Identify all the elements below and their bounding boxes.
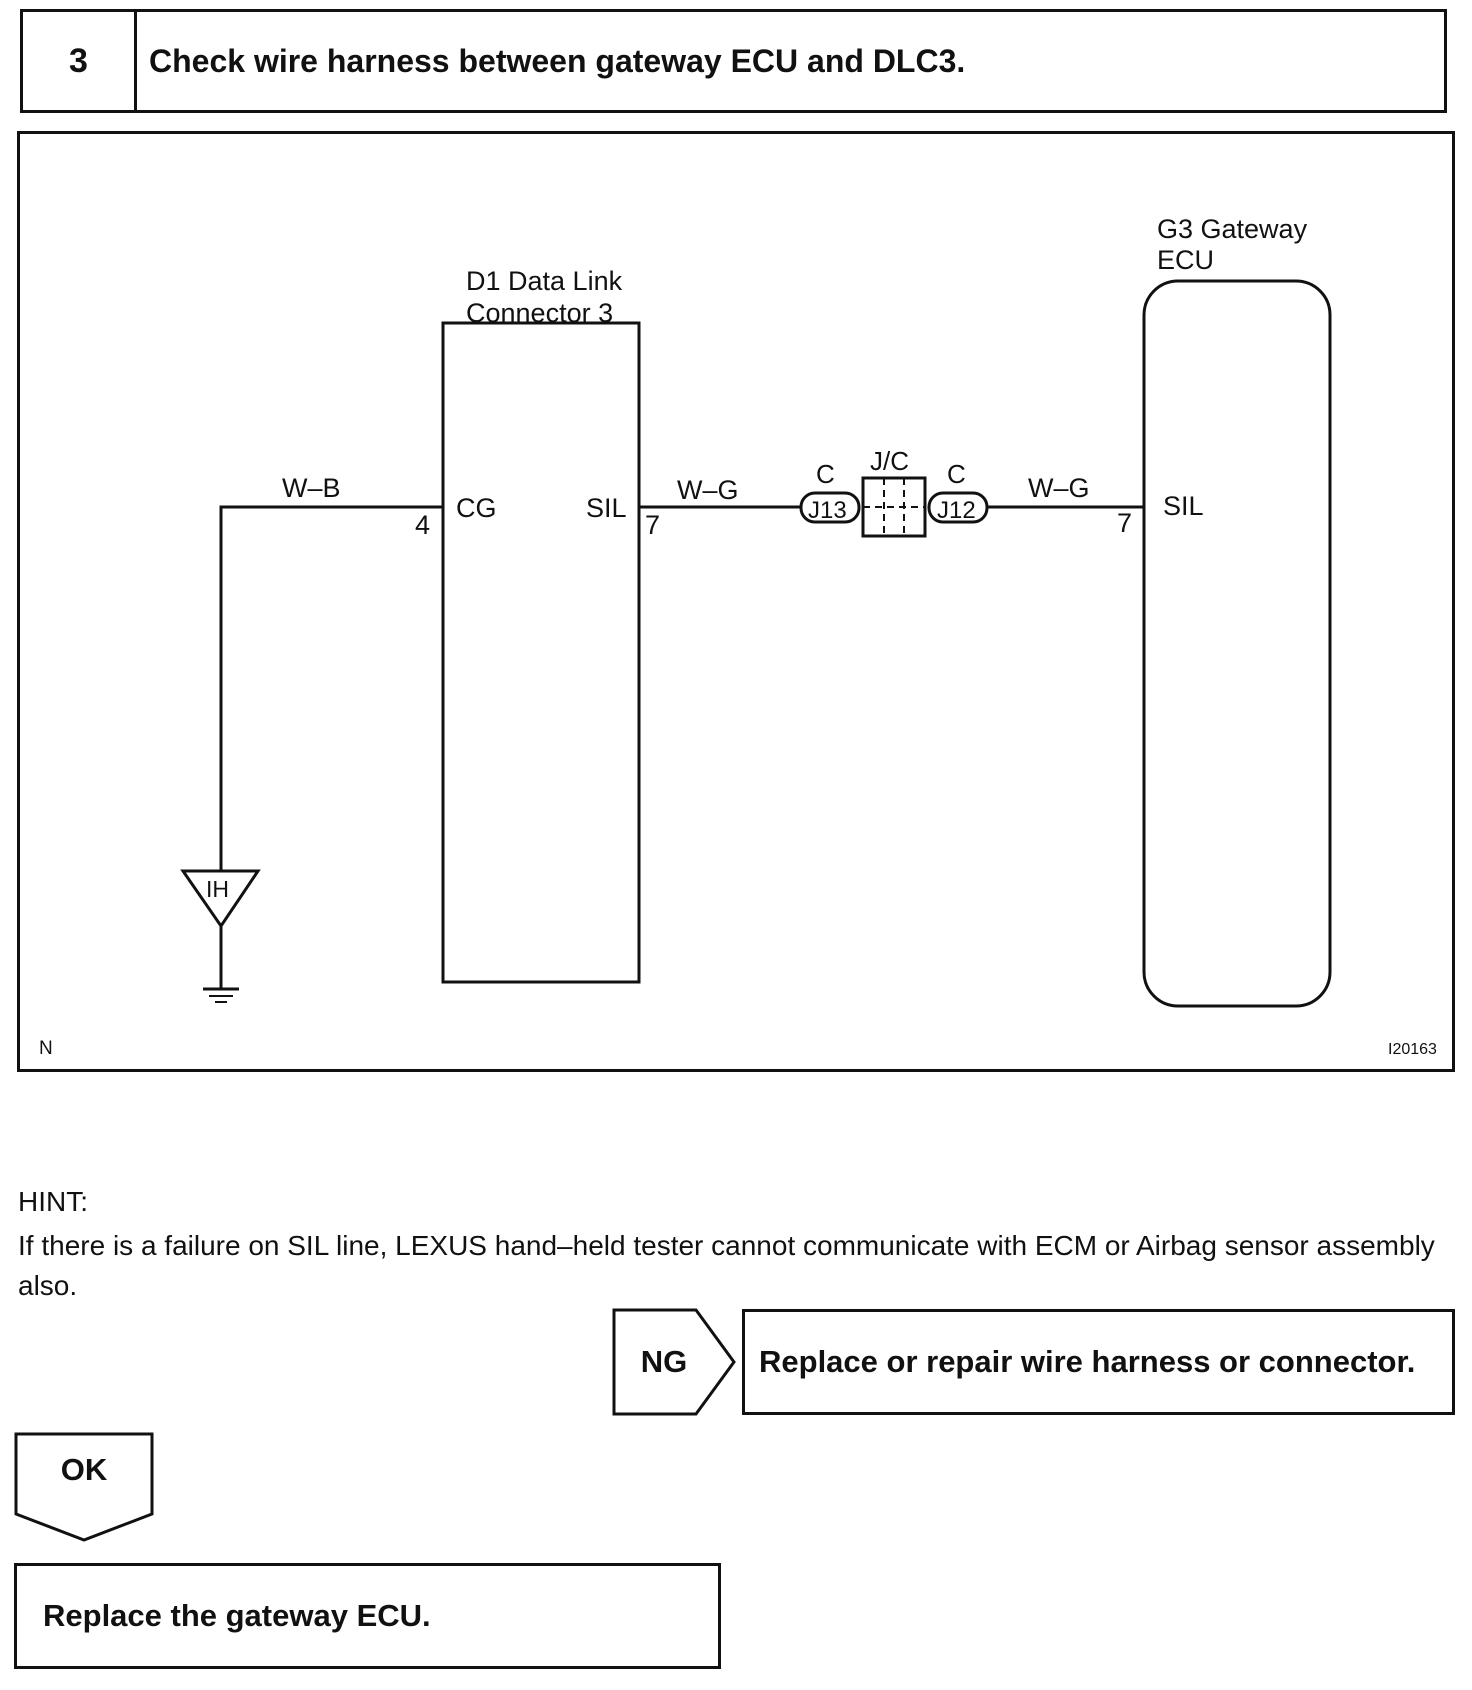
ground-point-triangle xyxy=(180,869,261,929)
ng-arrow-shape xyxy=(612,1308,736,1416)
wire-w-g-right-label: W–G xyxy=(1028,473,1090,503)
pin-sil-label-dlc3: SIL xyxy=(586,493,627,523)
diagram-corner-left: N xyxy=(39,1038,53,1059)
wiring-diagram-svg: D1 Data Link Connector 3 W–B 4 CG SIL 7 … xyxy=(39,214,1437,1059)
pin-sil-label-ecu: SIL xyxy=(1163,491,1204,521)
wire-w-b xyxy=(219,505,443,871)
ok-tag: OK xyxy=(14,1432,154,1542)
pin-sil-number-ecu: 7 xyxy=(1117,508,1132,538)
step-number: 3 xyxy=(23,12,137,110)
ng-label: NG xyxy=(640,1344,688,1379)
pin-sil-number-dlc3: 7 xyxy=(645,510,660,540)
wire-w-g-left-label: W–G xyxy=(677,475,739,505)
step-header: 3 Check wire harness between gateway ECU… xyxy=(20,9,1447,113)
diagram-corner-right: I20163 xyxy=(1388,1041,1437,1058)
gateway-ecu-box xyxy=(1142,279,1332,1008)
step-title: Check wire harness between gateway ECU a… xyxy=(149,42,966,79)
wire-w-b-label: W–B xyxy=(282,473,341,503)
hint-text: If there is a failure on SIL line, LEXUS… xyxy=(18,1230,1435,1301)
ecu-name-line2: ECU xyxy=(1157,245,1214,275)
dlc3-connector-box xyxy=(441,321,641,984)
ok-action-box: Replace the gateway ECU. xyxy=(14,1563,721,1669)
j13-label: J13 xyxy=(808,497,847,524)
hint-label: HINT: xyxy=(18,1186,88,1217)
ok-arrow-shape xyxy=(14,1432,154,1542)
wiring-diagram: D1 Data Link Connector 3 W–B 4 CG SIL 7 … xyxy=(17,131,1455,1072)
ng-action-box: Replace or repair wire harness or connec… xyxy=(742,1309,1455,1415)
connector-j13 xyxy=(799,491,861,524)
dlc3-name-line1: D1 Data Link xyxy=(466,266,623,296)
pin-cg-label: CG xyxy=(456,493,497,523)
ok-label: OK xyxy=(60,1452,108,1487)
ecu-name-line1: G3 Gateway xyxy=(1157,214,1308,244)
dlc3-name-line2: Connector 3 xyxy=(466,298,613,328)
j13-connector-type: C xyxy=(816,459,835,489)
j12-connector-type: C xyxy=(947,459,966,489)
ground-point-label: IH xyxy=(206,876,229,902)
pin-cg-number: 4 xyxy=(415,510,430,540)
ng-tag: NG xyxy=(612,1308,738,1416)
j12-label: J12 xyxy=(937,497,976,524)
junction-label: J/C xyxy=(870,446,909,476)
